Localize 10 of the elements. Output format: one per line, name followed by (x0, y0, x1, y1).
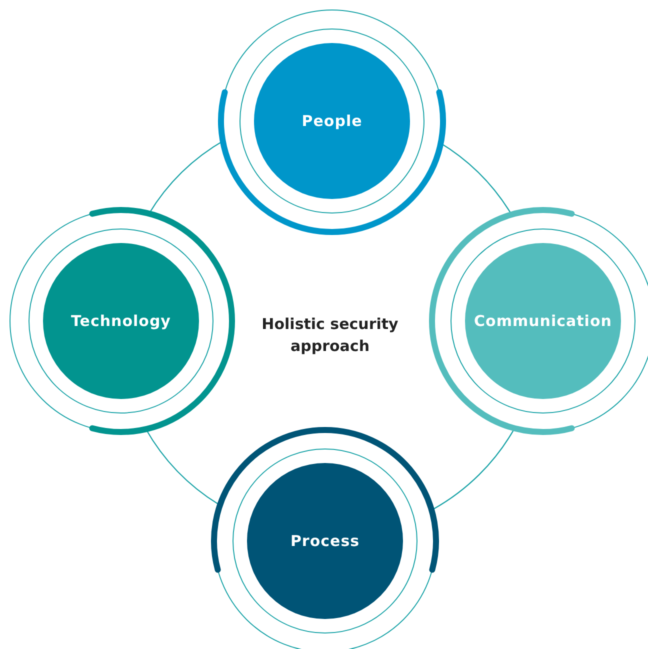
circle-node (465, 243, 621, 399)
node-label: Process (290, 532, 360, 550)
circle-node (43, 243, 199, 399)
circle-node (247, 463, 403, 619)
node-label: Technology (71, 312, 171, 330)
node-label: People (302, 112, 362, 130)
circle-node (254, 43, 410, 199)
node-label: Communication (474, 312, 612, 330)
center-text: Holistic security approach (260, 314, 400, 357)
connector-arc (432, 428, 515, 510)
